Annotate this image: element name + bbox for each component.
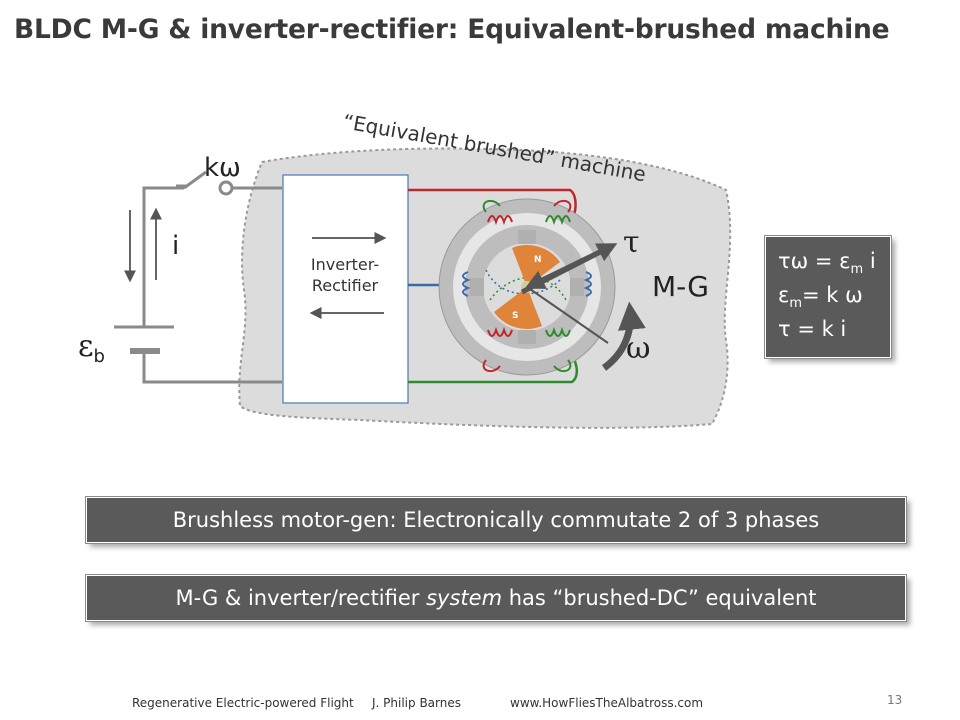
speed-arrow [601, 301, 646, 371]
inverter-label-line1: Inverter- [311, 255, 379, 274]
footer-course: Regenerative Electric-powered Flight [132, 696, 354, 710]
motor: N S [438, 198, 618, 376]
battery-label: εb [78, 329, 105, 367]
battery-symbol [114, 325, 174, 354]
system-banner: M-G & inverter/rectifier system has “bru… [85, 574, 907, 622]
switch-label: kω [204, 153, 241, 183]
machine-label: M-G [652, 270, 709, 303]
switch [176, 170, 234, 196]
inverter-rectifier-box [282, 174, 409, 404]
footer-website[interactable]: www.HowFliesTheAlbatross.com [510, 696, 704, 710]
inverter-label-line2: Rectifier [312, 276, 379, 295]
rotor-south-label: S [512, 311, 518, 321]
torque-vector-back [524, 243, 614, 289]
current-label: i [172, 231, 179, 261]
equation-torque: τ = k i [778, 317, 847, 341]
rotor-north-pole [512, 244, 560, 287]
slide-title: BLDC M-G & inverter-rectifier: Equivalen… [14, 14, 890, 45]
rotor-north-label: N [534, 255, 542, 265]
page-number: 13 [887, 693, 903, 707]
equation-box: τω = εm i εm= k ω τ = k i [764, 235, 892, 359]
brushless-banner: Brushless motor-gen: Electronically comm… [85, 496, 907, 544]
rotor-south-pole [494, 287, 542, 330]
equation-power: τω = εm i [778, 249, 876, 278]
external-circuit [142, 186, 282, 384]
speed-label: ω [626, 331, 650, 366]
current-arrows [124, 207, 162, 283]
footer-author: J. Philip Barnes [372, 696, 461, 710]
equation-emf: εm= k ω [778, 283, 863, 312]
torque-label: τ [623, 225, 640, 260]
